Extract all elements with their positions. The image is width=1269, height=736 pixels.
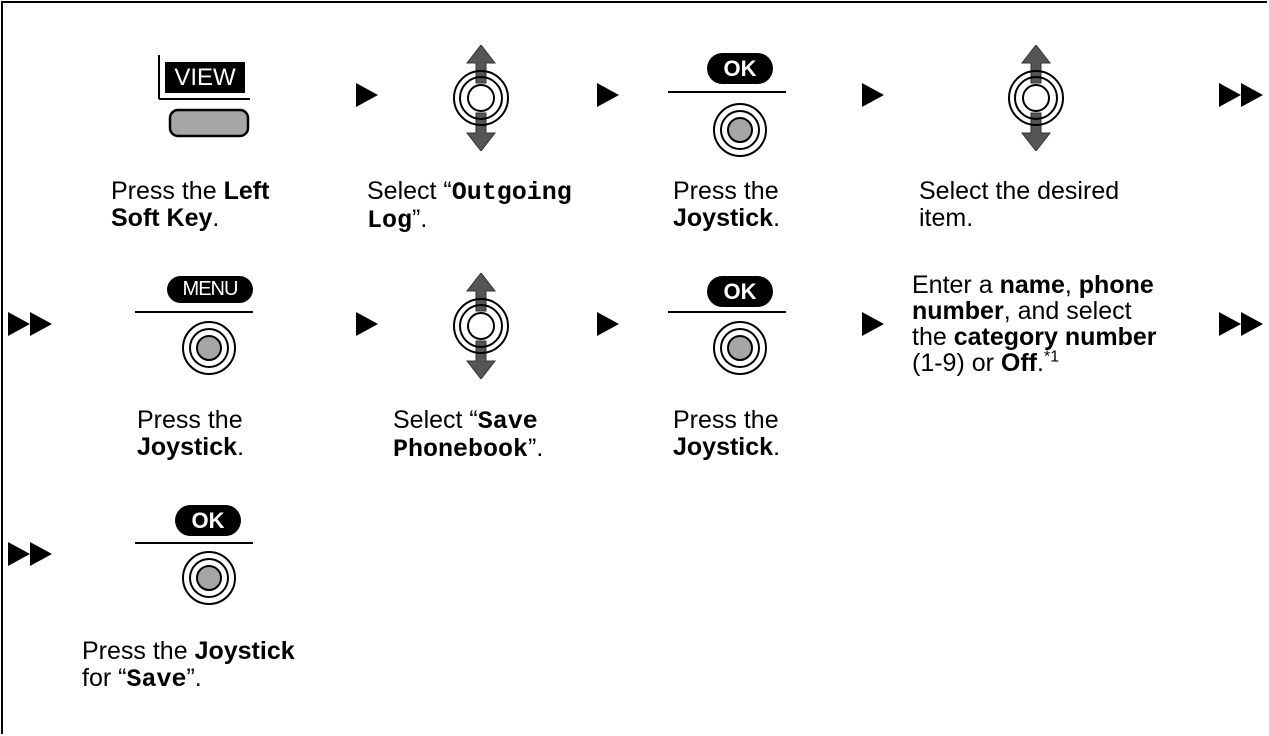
double-arrow-right-icon: [1219, 312, 1263, 341]
divider-line: [668, 91, 786, 93]
step-5-instruction: Press the Joystick.: [137, 406, 245, 461]
divider-line: [135, 542, 253, 544]
arrow-right-icon: [862, 312, 884, 341]
step-9-instruction: Press the Joystick for “Save”.: [82, 637, 295, 694]
arrow-right-icon: [597, 83, 619, 112]
joystick-up-down-icon: [451, 272, 511, 384]
ok-key-label: OK: [175, 505, 241, 536]
double-arrow-right-icon: [1219, 83, 1263, 112]
step-8-instruction: Enter a name, phone number, and select t…: [912, 271, 1157, 377]
joystick-up-down-icon: [1006, 44, 1066, 156]
double-arrow-right-icon: [8, 312, 52, 341]
ok-key-label: OK: [707, 276, 773, 307]
ok-key-label: OK: [707, 53, 773, 84]
joystick-press-icon: [712, 320, 768, 381]
arrow-right-icon: [862, 83, 884, 112]
joystick-press-icon: [181, 320, 237, 381]
arrow-right-icon: [356, 312, 378, 341]
joystick-up-down-icon: [451, 44, 511, 156]
joystick-press-icon: [712, 102, 768, 163]
arrow-right-icon: [356, 83, 378, 112]
divider-line: [135, 311, 253, 313]
step-3-instruction: Press the Joystick.: [673, 177, 781, 232]
joystick-press-icon: [181, 550, 237, 611]
step-6-instruction: Select “Save Phonebook”.: [393, 406, 544, 464]
divider-line: [668, 311, 786, 313]
view-key-label: VIEW: [174, 64, 236, 91]
menu-key-label: MENU: [167, 276, 253, 303]
double-arrow-right-icon: [8, 542, 52, 571]
step-7-instruction: Press the Joystick.: [673, 406, 781, 461]
step-1-instruction: Press the Left Soft Key.: [111, 177, 270, 232]
step-2-instruction: Select “Outgoing Log”.: [367, 177, 572, 235]
step-4-instruction: Select the desired item.: [919, 177, 1120, 232]
arrow-right-icon: [597, 312, 619, 341]
left-soft-key-icon: VIEW: [155, 55, 255, 150]
